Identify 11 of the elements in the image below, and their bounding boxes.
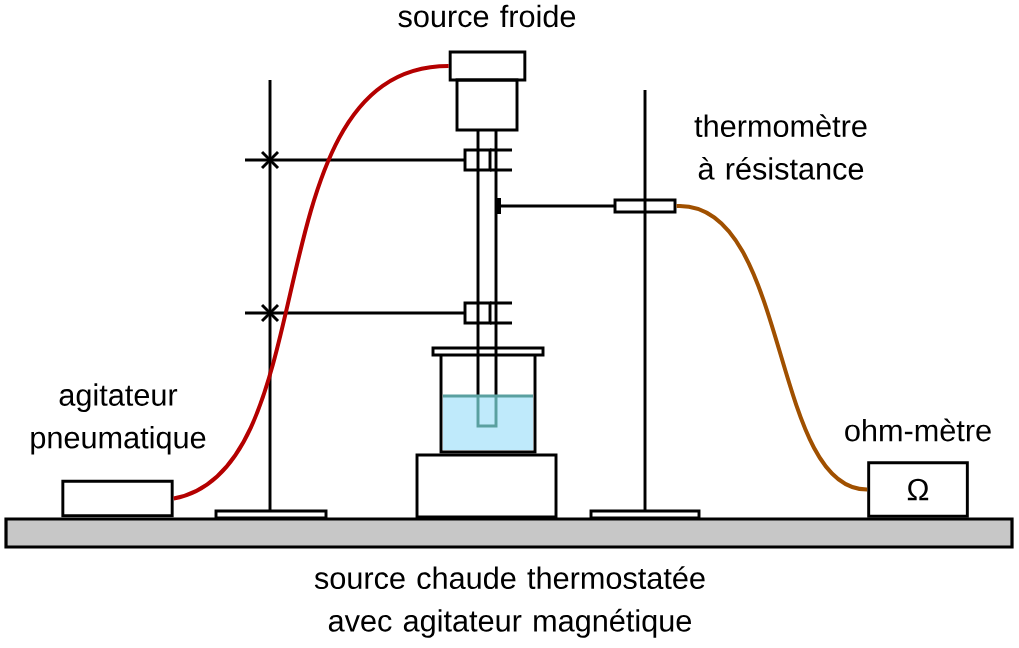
node-label: source froide <box>398 4 576 28</box>
caption-text: source chaude thermostatée avec agitateur magnétique <box>314 566 705 638</box>
ohmmeter-box: ohm-mètre Ω <box>845 418 991 518</box>
resistance-probe: thermomètre à résistance <box>613 114 867 214</box>
node-label: agitateur pneumatique <box>31 383 206 455</box>
cold-source: source froide <box>398 4 576 82</box>
node-label: thermomètre à résistance <box>694 114 867 180</box>
node-label: ohm-mètre <box>845 418 991 442</box>
tube <box>172 64 450 501</box>
stirrer-box: agitateur pneumatique <box>31 383 206 518</box>
tube <box>676 204 868 492</box>
